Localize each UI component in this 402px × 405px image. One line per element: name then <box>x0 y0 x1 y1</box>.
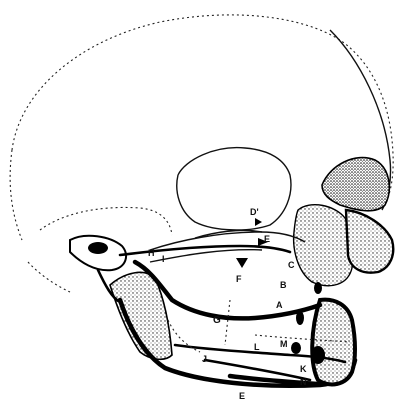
label-k: K <box>300 364 307 374</box>
tooth-mark-3 <box>311 346 325 364</box>
pointer-f <box>236 258 248 268</box>
nerve-upper-branch <box>120 246 290 255</box>
temporal-guide-2 <box>28 262 70 292</box>
tooth-mark-1 <box>314 282 322 294</box>
label-e-lower: E <box>239 391 245 401</box>
mandible-dash-1 <box>225 300 230 345</box>
tooth-mark-2 <box>296 311 304 325</box>
nasal-bone-region <box>322 158 389 211</box>
label-f: F <box>236 274 242 284</box>
mandible-chin <box>312 300 355 385</box>
label-j: J <box>202 354 207 364</box>
label-h: H <box>148 248 155 258</box>
upper-lip-region <box>346 210 393 273</box>
label-g: G <box>213 315 221 326</box>
label-l: L <box>254 342 260 352</box>
maxilla-region <box>294 205 354 286</box>
label-n: N <box>300 377 307 387</box>
ear-canal <box>88 242 108 254</box>
label-c: C <box>288 260 295 270</box>
label-b: B <box>280 280 287 290</box>
orbit-outline <box>177 148 291 230</box>
label-a: A <box>276 300 283 310</box>
tooth-mark-4 <box>291 342 301 354</box>
label-d: D' <box>250 207 259 217</box>
label-i: I <box>162 254 165 264</box>
label-m: M <box>280 339 288 349</box>
label-e-upper: E <box>264 234 270 244</box>
temporal-guide <box>40 207 172 235</box>
pointer-d <box>255 218 262 226</box>
occipital-outline <box>10 150 22 240</box>
